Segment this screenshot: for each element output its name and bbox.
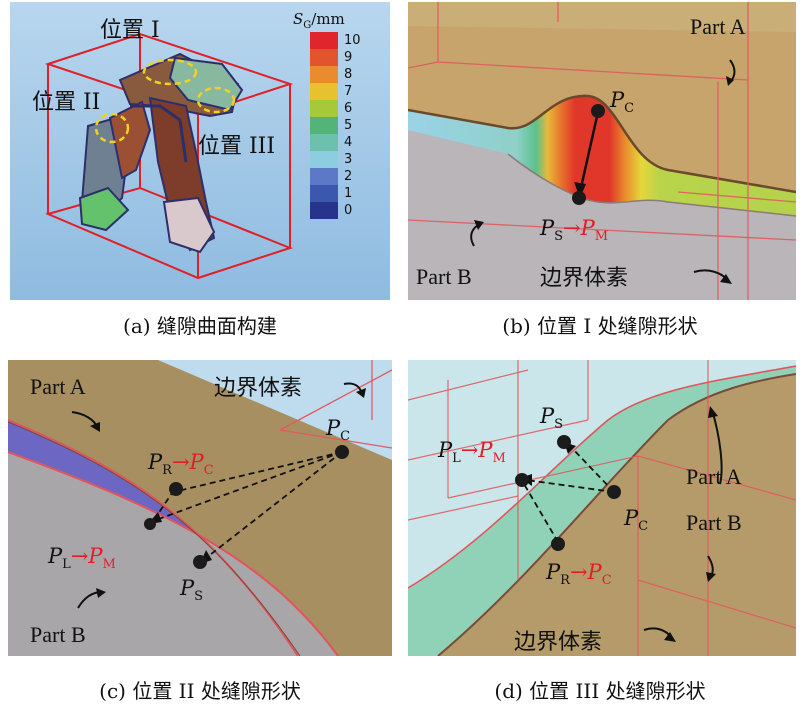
label-pc: PC	[624, 506, 649, 535]
gap-band	[8, 420, 392, 656]
label-part-a: Part A	[30, 374, 86, 399]
label-boundary-voxel: 边界体素	[514, 630, 603, 655]
part-b-surface	[8, 452, 338, 656]
panel-d-figure	[408, 360, 796, 656]
label-boundary-voxel: 边界体素	[214, 376, 303, 401]
label-ps-to-pm: PS→PM	[540, 216, 609, 245]
panel-a-figure	[10, 2, 390, 300]
caption-c: (c) 位置 II 处缝隙形状	[99, 679, 301, 703]
colorbar-swatch	[310, 32, 338, 49]
label-position-3: 位置 III	[198, 134, 276, 159]
colorbar-tick-label: 9	[344, 50, 353, 65]
point-pc	[607, 485, 621, 499]
colorbar-swatch	[310, 83, 338, 100]
point-pc	[335, 445, 349, 459]
label-part-a: Part A	[686, 464, 742, 489]
colorbar-swatch	[310, 134, 338, 151]
gap-band	[408, 95, 796, 216]
colorbar-swatch	[310, 100, 338, 117]
panel-d: Part A Part B 边界体素 PS PL→PM PC PR→PC	[408, 360, 796, 656]
gap-band	[408, 366, 796, 656]
colorbar-swatch	[310, 185, 338, 202]
point-pc	[591, 104, 605, 118]
label-pc: PC	[610, 88, 635, 117]
caption-d: (d) 位置 III 处缝隙形状	[494, 679, 706, 703]
colorbar-swatch	[310, 202, 338, 219]
panel-b-figure	[408, 2, 796, 300]
colorbar-tick-label: 10	[344, 33, 361, 48]
colorbar-tick-label: 4	[344, 135, 353, 150]
label-pc: PC	[326, 416, 351, 445]
label-ps: PS	[180, 576, 204, 605]
point-ps	[557, 435, 571, 449]
colorbar-swatch	[310, 66, 338, 83]
label-position-1: 位置 I	[100, 18, 160, 43]
label-part-b: Part B	[30, 622, 86, 647]
point-pr	[551, 537, 565, 551]
colorbar	[310, 32, 338, 219]
label-part-a: Part A	[690, 14, 746, 39]
point-pl	[144, 518, 156, 530]
part-a-surface	[408, 2, 796, 192]
label-pl-to-pm: PL→PM	[48, 544, 116, 573]
colorbar-tick-label: 8	[344, 67, 353, 82]
panel-c: Part A Part B 边界体素 PC PR→PC PL→PM PS	[8, 360, 392, 656]
colorbar-tick-label: 5	[344, 118, 353, 133]
panel-b: Part A Part B 边界体素 PC PS→PM	[408, 2, 796, 300]
point-ps	[193, 555, 207, 569]
colorbar-swatch	[310, 151, 338, 168]
label-pr-to-pc: PR→PC	[148, 450, 214, 479]
point-ps	[572, 191, 586, 205]
colorbar-tick-label: 1	[344, 186, 353, 201]
colorbar-tick-label: 7	[344, 84, 353, 99]
part-b-surface	[438, 374, 796, 656]
label-pr-to-pc: PR→PC	[546, 560, 612, 589]
label-pl-to-pm: PL→PM	[438, 438, 506, 467]
position-markers	[94, 58, 236, 144]
colorbar-tick-label: 6	[344, 101, 353, 116]
caption-a: (a) 缝隙曲面构建	[123, 314, 277, 338]
panel-c-figure	[8, 360, 392, 656]
colorbar-tick-label: 2	[344, 169, 353, 184]
caption-b: (b) 位置 I 处缝隙形状	[502, 314, 698, 338]
colorbar-tick-label: 0	[344, 203, 353, 218]
colorbar-tick-label: 3	[344, 152, 353, 167]
colorbar-swatch	[310, 117, 338, 134]
colorbar-swatch	[310, 49, 338, 66]
label-position-2: 位置 II	[32, 90, 101, 115]
label-part-b: Part B	[686, 510, 742, 535]
colorbar-swatch	[310, 168, 338, 185]
point-pr	[169, 482, 183, 496]
part-assembly	[78, 52, 244, 254]
label-boundary-voxel: 边界体素	[540, 266, 629, 291]
colorbar-title: SG/mm	[293, 10, 345, 31]
point-pl	[515, 473, 529, 487]
label-part-b: Part B	[416, 264, 472, 289]
label-ps: PS	[540, 404, 564, 433]
